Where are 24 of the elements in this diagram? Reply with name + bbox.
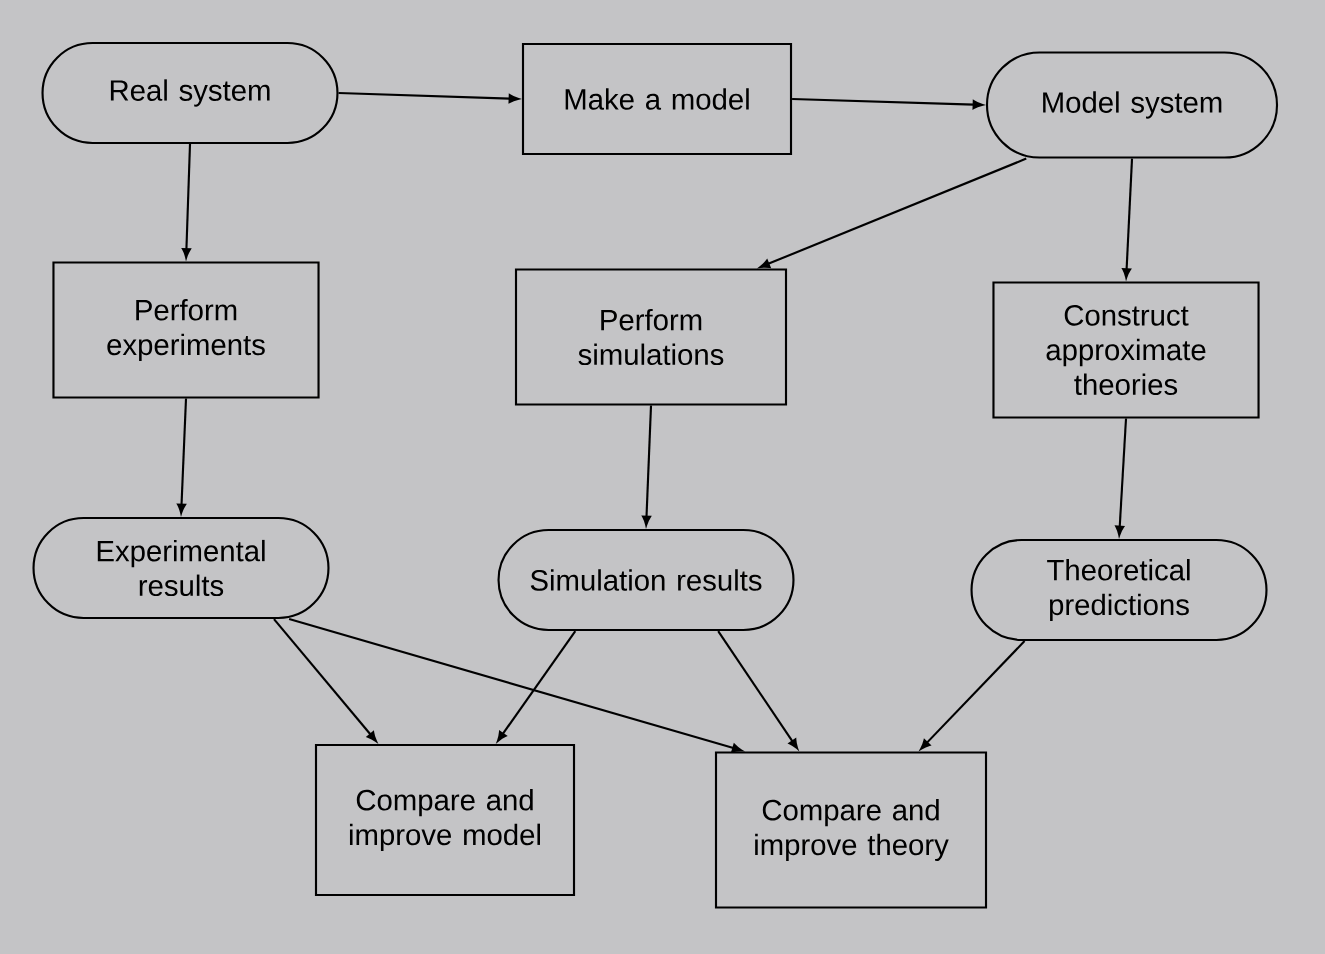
arrow <box>1122 158 1134 279</box>
arrow <box>717 630 799 750</box>
arrow <box>338 91 519 104</box>
rounded-box: Model system <box>985 51 1279 159</box>
arrow <box>177 398 188 514</box>
process-box: Compare and improve theory <box>714 751 988 909</box>
arrow <box>642 405 653 526</box>
arrow <box>181 144 192 259</box>
rounded-box: Theoretical predictions <box>970 538 1268 642</box>
arrow <box>288 618 743 753</box>
arrow <box>759 157 1027 269</box>
process-box: Construct approximate theories <box>992 281 1260 419</box>
process-box: Make a model <box>521 42 793 156</box>
arrow <box>920 640 1026 750</box>
arrow <box>792 97 983 110</box>
process-box: Perform experiments <box>52 261 320 399</box>
arrow <box>1115 418 1128 536</box>
process-box: Perform simulations <box>514 268 788 406</box>
rounded-box: Real system <box>41 41 339 145</box>
rounded-box: Experimental results <box>32 516 330 620</box>
arrow <box>497 630 577 742</box>
rounded-box: Simulation results <box>497 528 795 632</box>
process-box: Compare and improve model <box>314 743 576 897</box>
arrow <box>273 618 377 742</box>
